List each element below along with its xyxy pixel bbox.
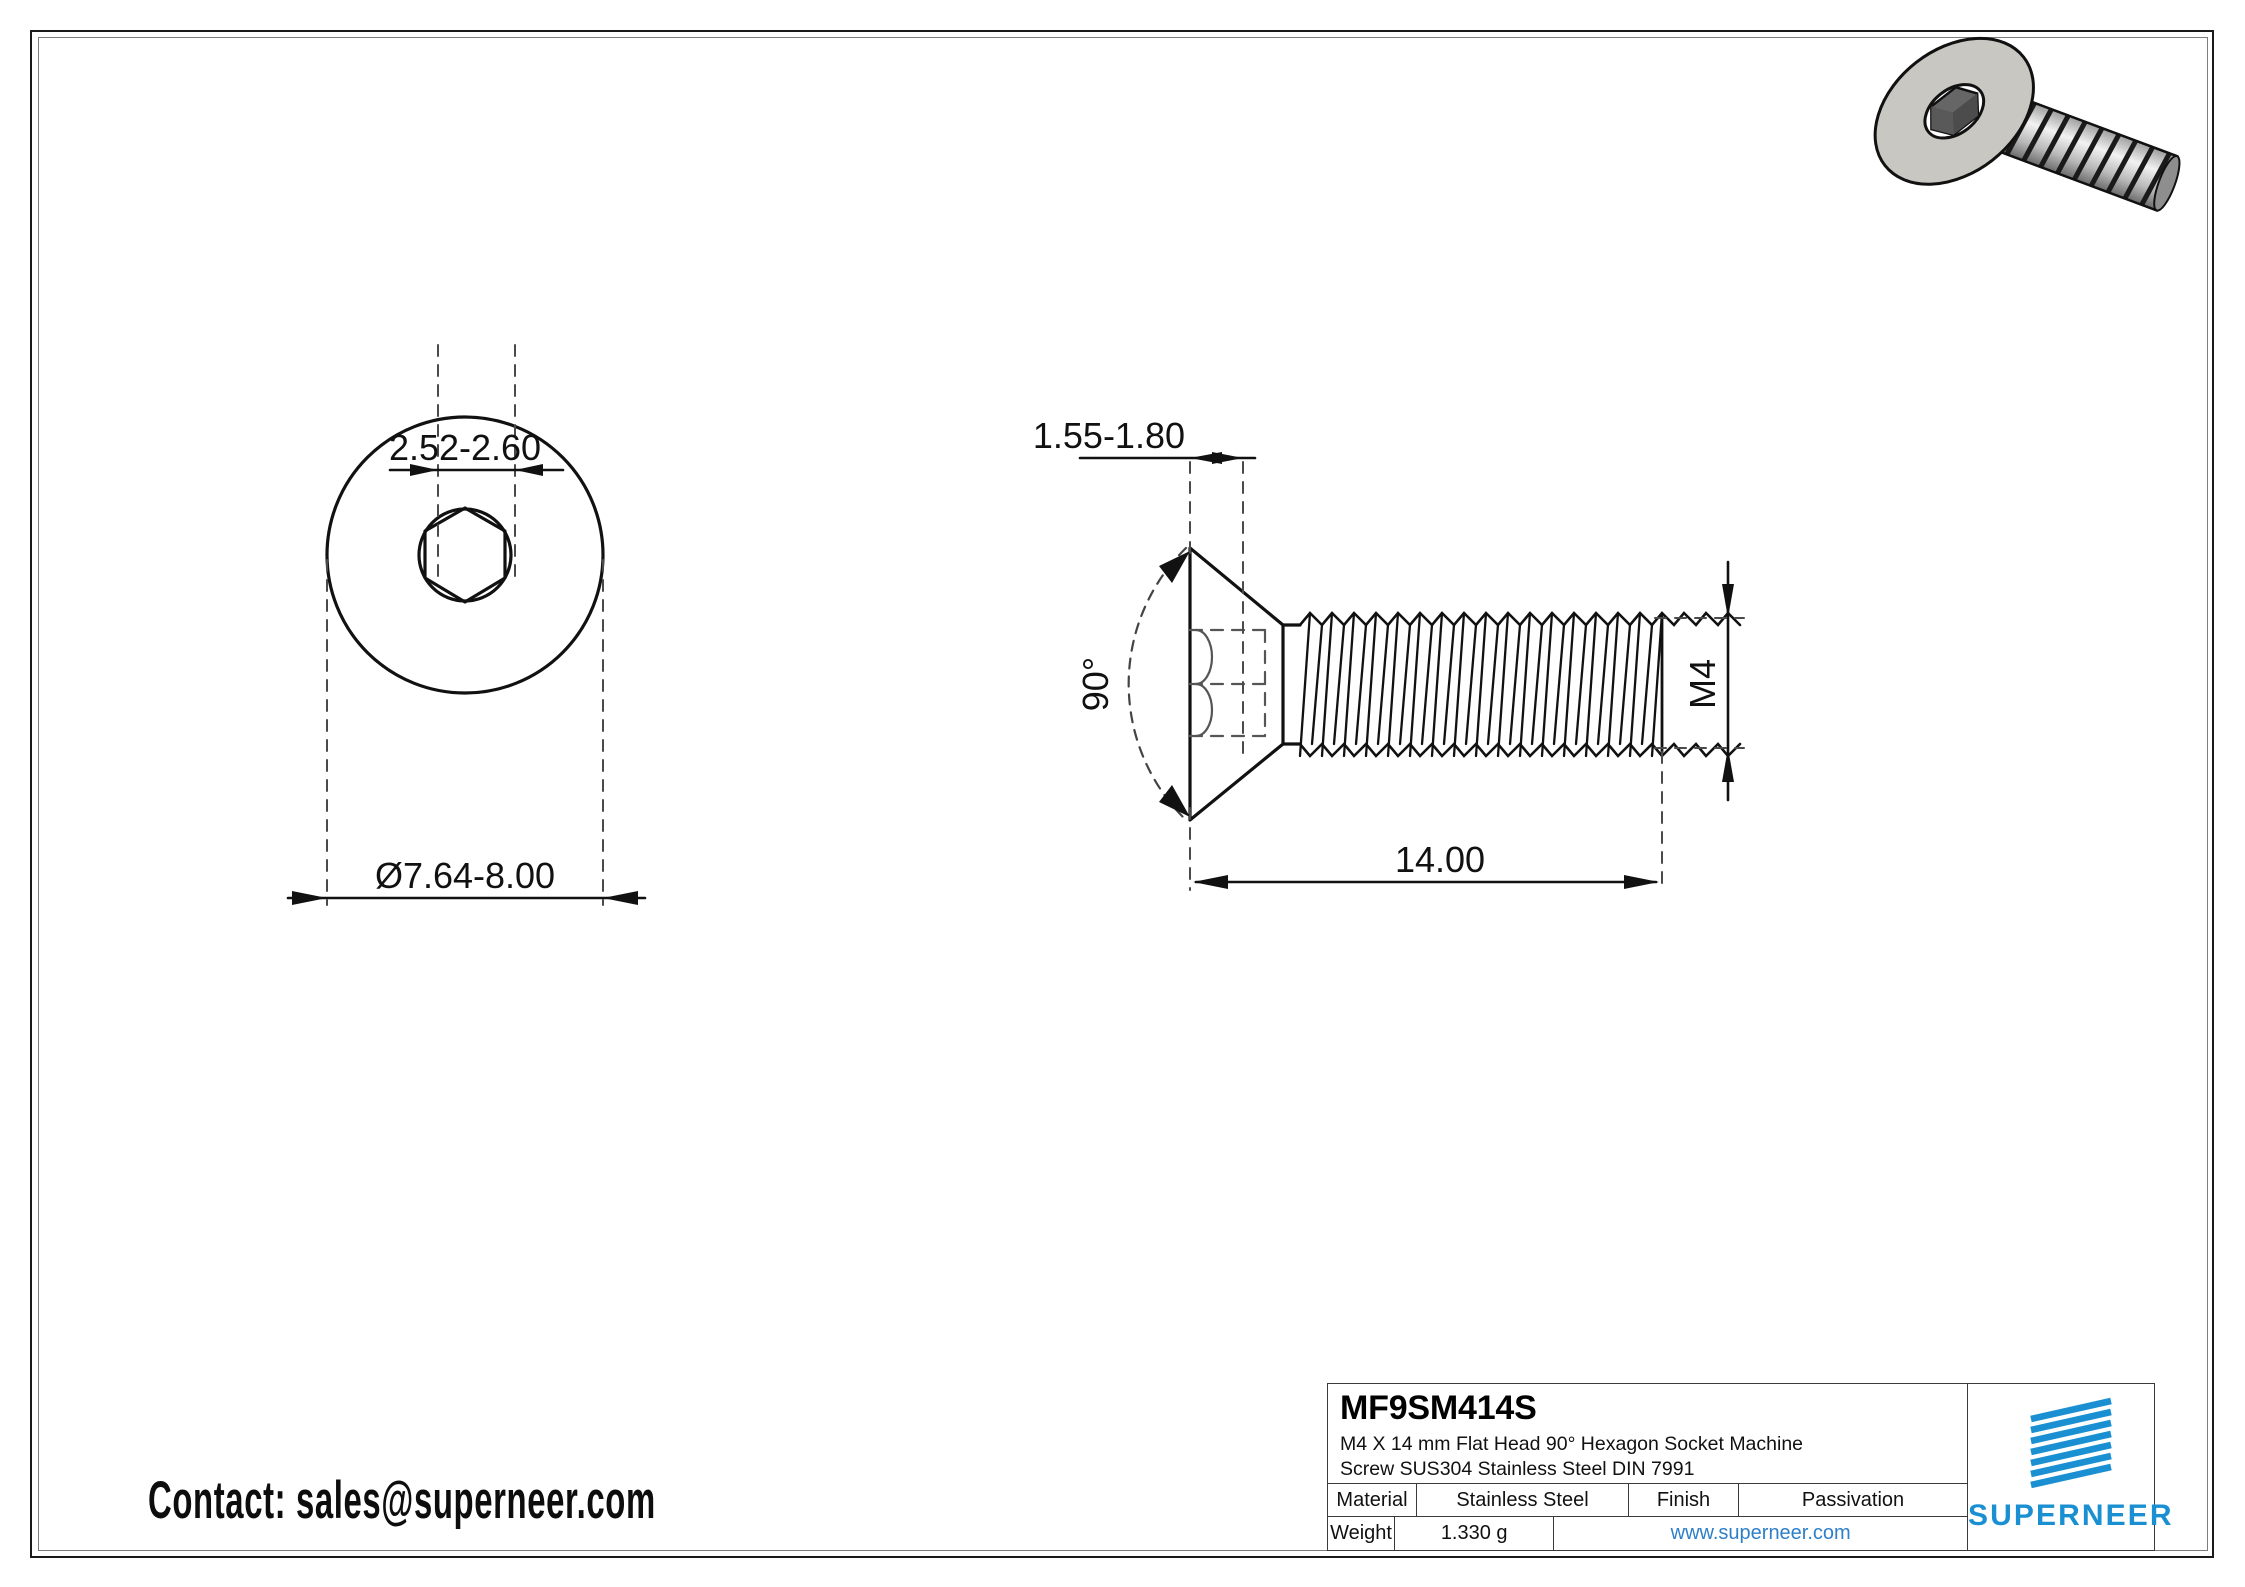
screw-3d-thumbnail: [1873, 36, 2181, 213]
drawing-frame-inner: [38, 37, 2208, 1551]
title-block-left: MF9SM414S M4 X 14 mm Flat Head 90° Hexag…: [1328, 1384, 1968, 1550]
weight-label: Weight: [1330, 1522, 1392, 1545]
part-description-line2: Screw SUS304 Stainless Steel DIN 7991: [1340, 1458, 1695, 1481]
superneer-logo-icon: [2030, 1397, 2112, 1489]
part-code: MF9SM414S: [1340, 1389, 1537, 1427]
spec-row-material: Material Stainless Steel Finish Passivat…: [1328, 1483, 1967, 1517]
material-value: Stainless Steel: [1416, 1483, 1628, 1517]
spec-row-weight: Weight 1.330 g www.superneer.com: [1328, 1516, 1967, 1550]
website-link[interactable]: www.superneer.com: [1553, 1517, 1967, 1550]
part-description-area: MF9SM414S M4 X 14 mm Flat Head 90° Hexag…: [1328, 1384, 1967, 1484]
part-description-line1: M4 X 14 mm Flat Head 90° Hexagon Socket …: [1340, 1433, 1804, 1456]
material-label: Material: [1336, 1488, 1408, 1511]
spec-table: Material Stainless Steel Finish Passivat…: [1328, 1483, 1967, 1550]
brand-area: SUPERNEER: [1968, 1384, 2174, 1550]
finish-label: Finish: [1628, 1483, 1738, 1517]
title-block: MF9SM414S M4 X 14 mm Flat Head 90° Hexag…: [1327, 1383, 2172, 1551]
finish-value: Passivation: [1738, 1483, 1967, 1517]
weight-value: 1.330 g: [1394, 1517, 1553, 1550]
drawing-frame-outer: [30, 30, 2214, 1558]
contact-text: Contact: sales@superneer.com: [148, 1471, 656, 1530]
brand-wordmark: SUPERNEER: [1968, 1499, 2174, 1532]
